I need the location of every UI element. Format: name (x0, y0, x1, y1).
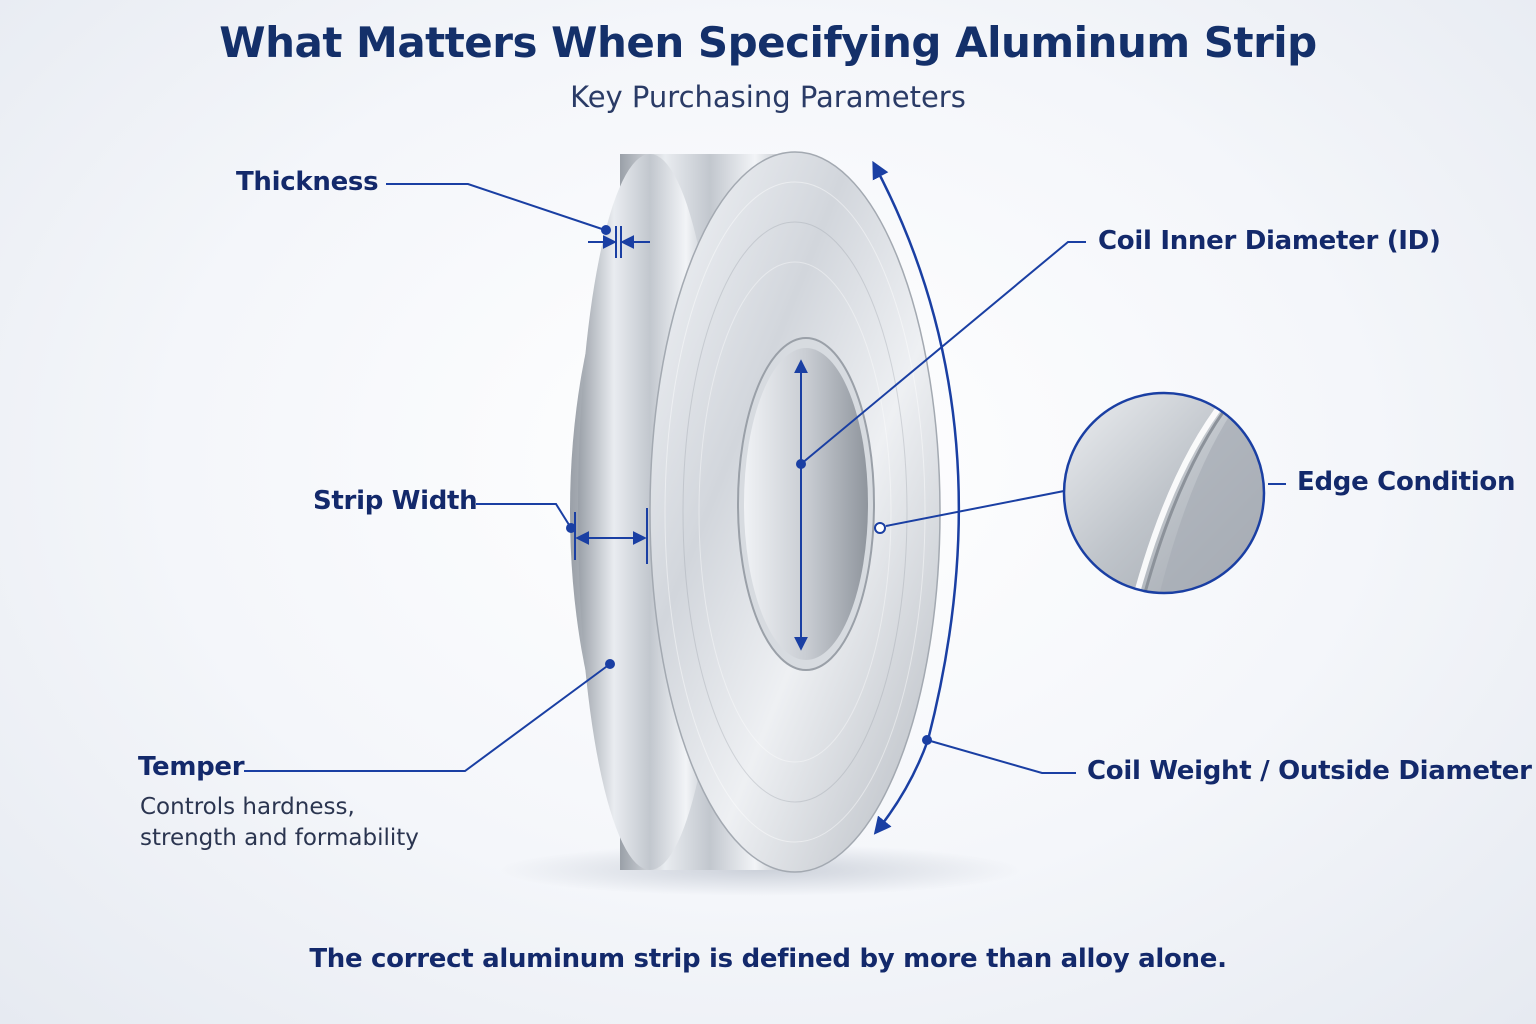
thickness-label: Thickness (236, 167, 379, 197)
id-leader-line (800, 241, 1086, 465)
strip-width-leader-line (476, 503, 572, 529)
coil-weight-label: Coil Weight / Outside Diameter (1087, 756, 1532, 786)
od-leader-line (926, 739, 1076, 774)
page-title: What Matters When Specifying Aluminum St… (219, 18, 1317, 67)
temper-description-line2: strength and formability (140, 825, 419, 851)
edge-condition-label: Edge Condition (1297, 467, 1516, 497)
od-arc-arrow (872, 160, 961, 741)
temper-leader-line (244, 663, 611, 772)
temper-label: Temper (138, 752, 245, 782)
edge-leader-line (885, 490, 1065, 527)
page-subtitle: Key Purchasing Parameters (570, 80, 966, 114)
strip-width-label: Strip Width (313, 486, 478, 516)
edge-zoom-detail (1064, 393, 1264, 593)
coil-bore (744, 348, 868, 660)
temper-description-line1: Controls hardness, (140, 794, 355, 820)
footer-note: The correct aluminum strip is defined by… (309, 944, 1227, 974)
thickness-leader-line (386, 183, 606, 231)
inner-diameter-label: Coil Inner Diameter (ID) (1098, 226, 1441, 256)
